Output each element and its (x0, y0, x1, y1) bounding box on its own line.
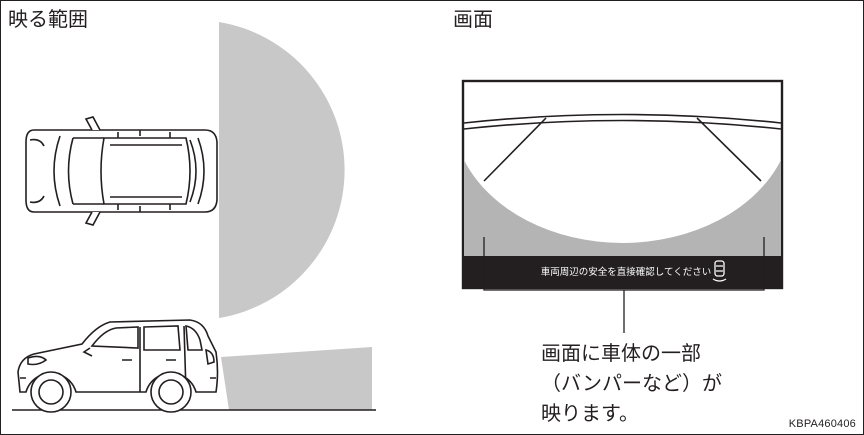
range-title: 映る範囲 (8, 7, 88, 31)
top-view-range-area (219, 22, 345, 318)
caption-line: 映ります。 (541, 401, 639, 425)
bumper-area (464, 160, 781, 256)
side-view-range-area (221, 347, 372, 410)
screen-title: 画面 (453, 7, 493, 31)
caption-line: 画面に車体の一部 (541, 341, 701, 365)
car-top-view-icon (25, 116, 218, 226)
parking-sensor-car-icon (712, 260, 727, 282)
car-side-view-icon (17, 319, 219, 413)
caption: 画面に車体の一部 （バンパーなど）が 映ります。 (541, 338, 722, 428)
callout-lines (483, 237, 765, 333)
screen-warning-text: 車両周辺の安全を直接確認してください (541, 266, 711, 278)
camera-screen: 車両周辺の安全を直接確認してください (461, 79, 784, 290)
figure-code: KBPA460406 (788, 418, 856, 430)
guide-lines (463, 113, 782, 182)
caption-line: （バンパーなど）が (541, 371, 722, 395)
